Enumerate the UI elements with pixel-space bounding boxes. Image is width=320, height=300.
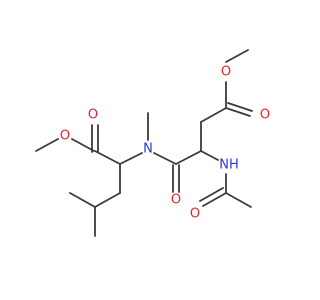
bond [225, 107, 251, 117]
bond [225, 49, 249, 63]
bond [202, 192, 227, 207]
bond-layer [35, 49, 253, 237]
atom-label-oxygen: O [88, 108, 98, 123]
atom-label-nh: NH [219, 158, 239, 173]
bond [200, 107, 227, 123]
bond [119, 152, 143, 165]
structure-canvas: O O O O O O N NH [35, 49, 270, 237]
atom-label-oxygen: O [190, 207, 200, 222]
bond [71, 138, 95, 152]
bond [199, 187, 224, 202]
atom-label-oxygen: O [60, 129, 70, 144]
atom-label-nitrogen: N [143, 142, 153, 157]
bond [200, 150, 219, 161]
bond [35, 138, 59, 152]
bond [69, 192, 96, 208]
bond [175, 150, 202, 165]
bond [225, 192, 252, 208]
atom-label-layer: O O O O O O N NH [60, 65, 270, 222]
bond [94, 192, 121, 208]
bond [153, 152, 177, 165]
atom-label-oxygen: O [260, 108, 270, 123]
molecule-diagram: O O O O O O N NH [35, 49, 270, 237]
atom-label-oxygen: O [221, 65, 231, 80]
bond [94, 150, 121, 165]
bond [227, 102, 253, 112]
atom-label-oxygen: O [171, 193, 181, 208]
